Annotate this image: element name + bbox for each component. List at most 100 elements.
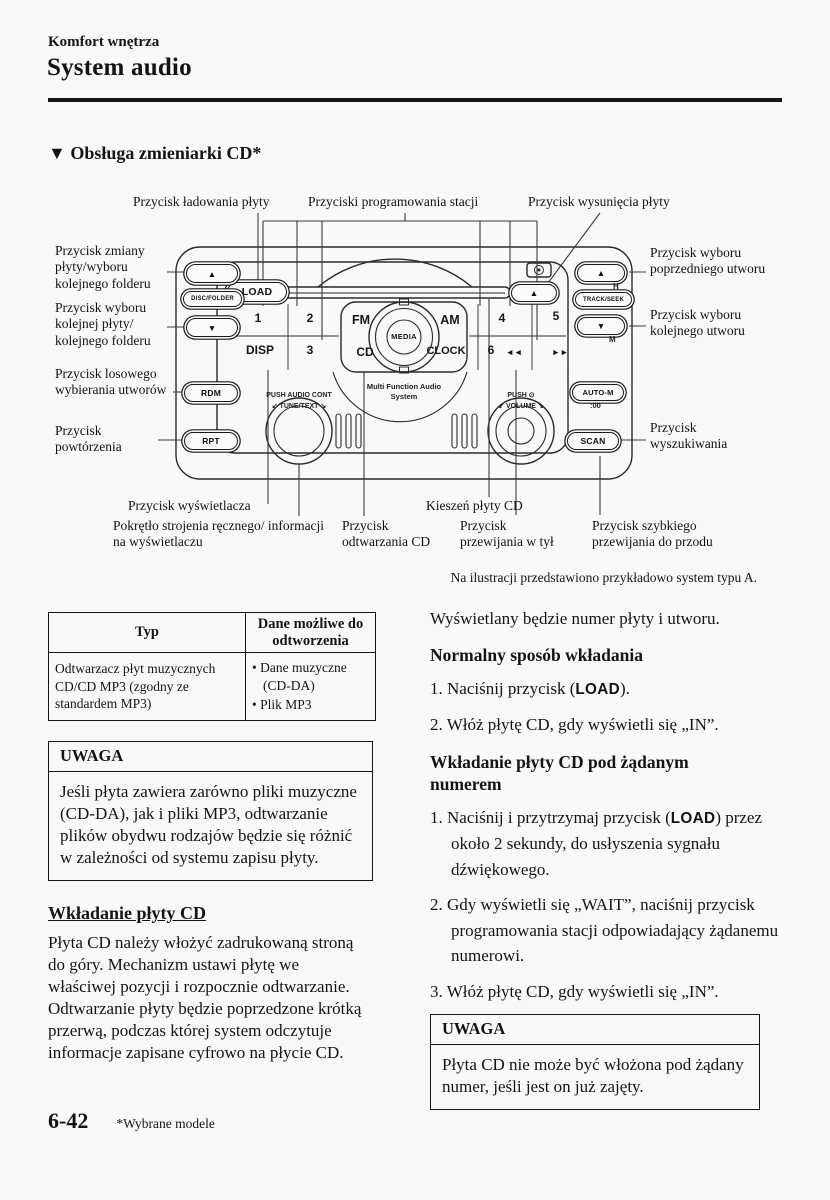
callout-repeat: Przycisk powtórzenia xyxy=(55,423,122,455)
list-item: Plik MP3 xyxy=(252,696,369,714)
normal-step-1: 1. Naciśnij przycisk (LOAD). xyxy=(430,676,782,702)
auto-m-button: AUTO-M xyxy=(572,384,624,401)
track-down-m-label: M xyxy=(609,335,616,344)
preset-2-key: 2 xyxy=(306,311,314,325)
page-title: System audio xyxy=(47,54,192,81)
step-text: ) przez około 2 sekundy, do usłyszenia s… xyxy=(451,808,763,879)
header-rule xyxy=(48,98,782,102)
preset-6-key: 6 xyxy=(487,343,495,357)
playable-data-list: Dane muzyczne (CD-DA) Plik MP3 xyxy=(252,659,369,714)
volume-knob-label: PUSH ⊙ ↙ VOLUME ↘ xyxy=(479,391,563,412)
section-title: ▼ Obsługa zmieniarki CD* xyxy=(48,143,261,164)
list-item: Dane muzyczne (CD-DA) xyxy=(252,659,369,694)
track-up-button: ▲ xyxy=(577,264,625,282)
brand-arch xyxy=(332,371,468,423)
scan-button: SCAN xyxy=(567,432,619,450)
preset-1-key: 1 xyxy=(254,311,262,325)
page-number: 6-42 xyxy=(48,1108,89,1133)
left-column: Typ Dane możliwe do odtworzenia Odtwarza… xyxy=(48,611,378,1064)
media-knob-outer xyxy=(368,301,440,373)
load-button: LOAD xyxy=(227,282,287,302)
disc-folder-button: DISC/FOLDER xyxy=(183,291,242,307)
volume-label-line2: ↙ VOLUME ↘ xyxy=(479,402,563,413)
table-cell-items: Dane muzyczne (CD-DA) Plik MP3 xyxy=(245,652,376,721)
disc-down-button: ▼ xyxy=(186,318,238,337)
callout-eject: Przycisk wysunięcia płyty xyxy=(528,194,670,209)
tune-label-line1: PUSH AUDIO CONT xyxy=(266,392,332,399)
table-cell-type: Odtwarzacz płyt muzycznych CD/CD MP3 (zg… xyxy=(48,652,246,721)
numbered-step-1: 1. Naciśnij i przytrzymaj przycisk (LOAD… xyxy=(430,805,782,882)
note-box-left: UWAGA Jeśli płyta zawiera zarówno pliki … xyxy=(48,740,373,882)
disc-up-button: ▲ xyxy=(186,264,238,283)
inner-panel-outline xyxy=(216,261,569,454)
cd-logo-icon xyxy=(526,262,552,278)
volume-knob-outer xyxy=(487,397,555,465)
media-knob-tick-bottom xyxy=(399,366,409,374)
rewind-key-icon: ◄◄ xyxy=(505,347,523,357)
right-column: Wyświetlany będzie numer płyty i utworu.… xyxy=(430,608,782,1111)
note-box-title: UWAGA xyxy=(431,1015,759,1046)
preset-3-key: 3 xyxy=(306,343,314,357)
callout-cd-play: Przycisk odtwarzania CD xyxy=(342,518,431,550)
rotate-left-arrow-icon: ↙ xyxy=(271,402,278,410)
rpt-button: RPT xyxy=(184,432,238,450)
callout-scan: Przycisk wyszukiwania xyxy=(650,420,728,452)
rotate-right-arrow-icon: ↘ xyxy=(537,402,544,410)
callout-next-track: Przycisk wyboru kolejnego utworu xyxy=(650,307,745,339)
track-up-h-label: H xyxy=(613,282,619,291)
triangle-marker-icon: ▼ xyxy=(48,143,66,163)
step-text: ). xyxy=(619,678,630,698)
am-key: AM xyxy=(440,313,460,327)
tune-knob-label: PUSH AUDIO CONT ↙ TUNE/TEXT ↘ xyxy=(247,391,351,412)
callout-fast-forward: Przycisk szybkiego przewijania do przodu xyxy=(592,518,713,550)
note-box-body: Jeśli płyta zawiera zarówno pliki muzycz… xyxy=(60,781,357,868)
cd-key: CD xyxy=(356,345,374,359)
track-down-button: ▼ xyxy=(577,317,625,335)
intro-text: Wyświetlany będzie numer płyty i utworu. xyxy=(430,609,720,628)
numbered-insert-heading: Wkładanie płyty CD pod żądanym numerem xyxy=(430,752,689,795)
media-knob-mid xyxy=(374,307,434,367)
callout-load: Przycisk ładowania płyty xyxy=(133,194,270,209)
callout-prev-track: Przycisk wyboru poprzedniego utworu xyxy=(650,245,766,277)
normal-step-2: 2. Włóż płytę CD, gdy wyświetli się „IN”… xyxy=(430,714,719,734)
media-type-table: Typ Dane możliwe do odtworzenia Odtwarza… xyxy=(48,611,376,721)
media-knob-inner xyxy=(386,319,422,355)
callout-cd-slot: Kieszeń płyty CD xyxy=(426,498,523,513)
preset-4-key: 4 xyxy=(498,311,506,325)
brand-label: Multi Function Audio System xyxy=(350,382,458,402)
step-text: 1. Naciśnij przycisk ( xyxy=(430,678,576,698)
chapter-category: Komfort wnętrza xyxy=(48,34,160,50)
load-key-ref: LOAD xyxy=(575,680,620,698)
media-knob-tick-top xyxy=(399,298,409,306)
key-separators xyxy=(231,304,566,370)
disp-key: DISP xyxy=(245,343,274,357)
callout-random: Przycisk losowego wybierania utworów xyxy=(55,366,167,398)
faceplate-outline xyxy=(175,246,633,480)
table-row: Odtwarzacz płyt muzycznych CD/CD MP3 (zg… xyxy=(48,652,376,721)
tune-label-line2: ↙ TUNE/TEXT ↘ xyxy=(247,402,351,413)
leader-lines xyxy=(158,212,646,516)
volume-label-line1: PUSH ⊙ xyxy=(507,392,535,399)
rotate-left-arrow-icon: ↙ xyxy=(498,402,505,410)
numbered-step-2: 2. Gdy wyświetli się „WAIT”, naciśnij pr… xyxy=(430,895,779,966)
callout-disc-change: Przycisk zmiany płyty/wyboru kolejnego f… xyxy=(55,243,151,291)
preset-5-key: 5 xyxy=(552,309,560,323)
table-header-row: Typ Dane możliwe do odtworzenia xyxy=(48,611,376,654)
callout-tune-knob: Pokrętło strojenia ręcznego/ informacji … xyxy=(113,518,325,550)
vent-slots xyxy=(335,413,478,449)
numbered-step-3: 3. Włóż płytę CD, gdy wyświetli się „IN”… xyxy=(430,981,719,1001)
clock-key: CLOCK xyxy=(426,345,466,357)
page-footer: 6-42 *Wybrane modele xyxy=(48,1108,215,1134)
track-seek-button: TRACK/SEEK xyxy=(575,292,632,307)
brand-line1: Multi Function Audio xyxy=(366,382,442,391)
volume-knob-inner xyxy=(507,417,535,445)
rotate-right-arrow-icon: ↘ xyxy=(320,402,327,410)
insert-cd-body: Płyta CD należy włożyć zadrukowaną stron… xyxy=(48,933,362,1062)
models-note: *Wybrane modele xyxy=(116,1116,215,1131)
auto-m-sub-label: :00 xyxy=(590,401,601,410)
note-box-body: Płyta CD nie może być włożona pod żądany… xyxy=(442,1055,744,1097)
callout-rewind: Przycisk przewijania w tył xyxy=(460,518,554,550)
note-box-title: UWAGA xyxy=(49,742,372,772)
volume-text-label: VOLUME xyxy=(506,402,536,410)
media-knob-label: MEDIA xyxy=(391,332,417,341)
